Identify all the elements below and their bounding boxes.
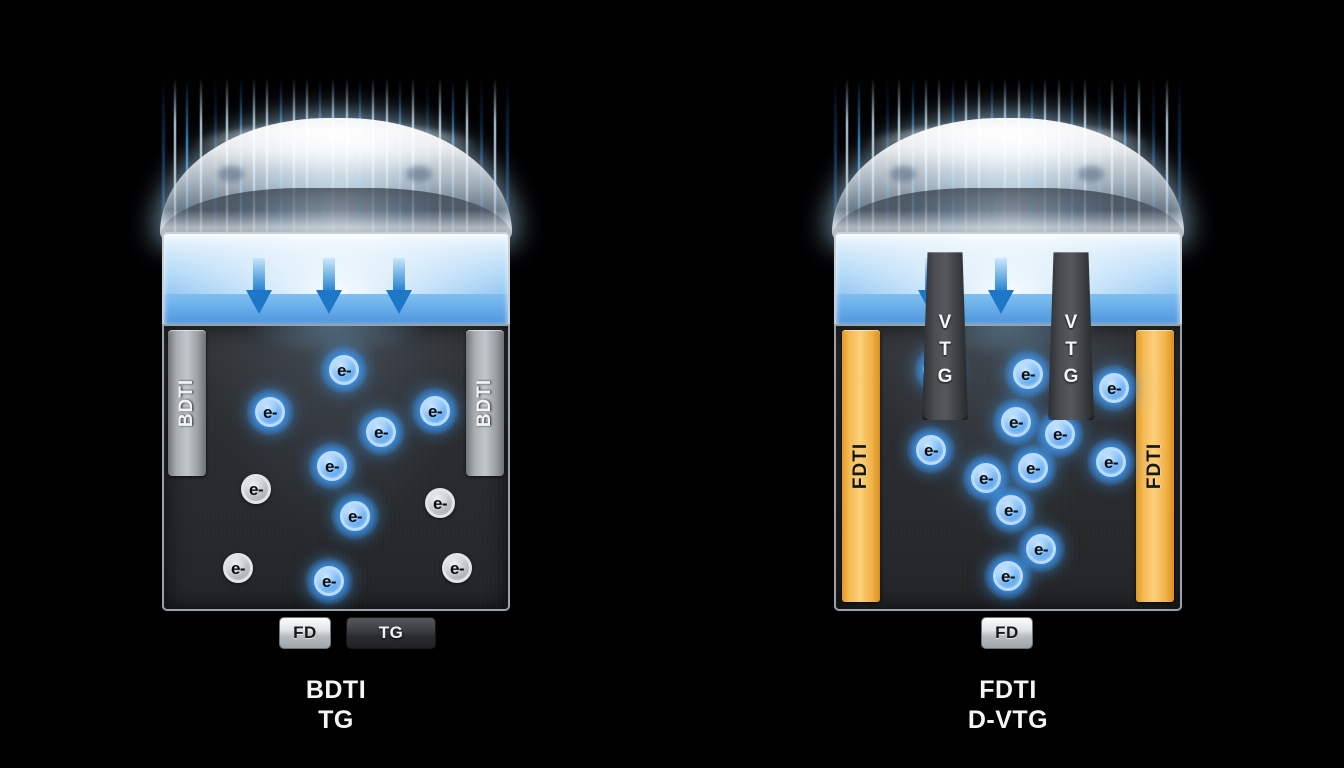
- vtg-letter: G: [1063, 365, 1079, 387]
- color-filter-layer-left: [162, 232, 510, 324]
- electron-collected: e-: [962, 454, 1010, 502]
- electron-collected: e-: [308, 442, 356, 490]
- pad-fd-left[interactable]: FD: [279, 617, 331, 649]
- electron-lost: e-: [437, 548, 477, 588]
- vtg-letter: V: [938, 311, 952, 333]
- sensor-stack-left: BDTI BDTI e- e- e- e- e- e-: [162, 232, 510, 611]
- vtg-letter: G: [937, 365, 953, 387]
- color-filter-layer-right: [834, 232, 1182, 324]
- electron-collected: e-: [331, 492, 379, 540]
- electron-collected: e-: [1090, 364, 1138, 412]
- filter-glow: [836, 234, 1180, 294]
- electron-collected: e-: [984, 552, 1032, 600]
- photodiode-body-left: BDTI BDTI e- e- e- e- e- e-: [162, 324, 510, 611]
- pad-fd-right[interactable]: FD: [981, 617, 1033, 649]
- microlens-sheen: [188, 124, 484, 176]
- bdti-label-right: BDTI: [474, 378, 495, 428]
- filter-glow: [164, 234, 508, 294]
- electron-collected: e-: [411, 387, 459, 435]
- vtg-letter: T: [1065, 338, 1077, 360]
- electron-collected: e-: [305, 557, 353, 605]
- photon-arrow: [316, 258, 342, 316]
- electron-lost: e-: [218, 548, 258, 588]
- bdti-bar-left: BDTI: [168, 330, 206, 476]
- electron-collected: e-: [992, 398, 1040, 446]
- electron-collected: e-: [987, 486, 1035, 534]
- electron-collected: e-: [1009, 444, 1057, 492]
- caption-right-line2: D-VTG: [967, 706, 1049, 734]
- vtg-letter: V: [1064, 311, 1078, 333]
- electron-collected: e-: [1004, 350, 1052, 398]
- bdti-bar-right: BDTI: [466, 330, 504, 476]
- photon-arrow: [386, 258, 412, 316]
- fdti-bar-right: FDTI: [1136, 330, 1174, 602]
- fdti-label-right: FDTI: [1144, 442, 1165, 490]
- electron-collected: e-: [1017, 525, 1065, 573]
- vtg-letter: T: [939, 338, 951, 360]
- photon-arrow: [246, 258, 272, 316]
- electron-collected: e-: [357, 408, 405, 456]
- caption-left-line1: BDTI: [305, 676, 367, 704]
- pad-tg-left[interactable]: TG: [346, 617, 436, 649]
- fdti-label-left: FDTI: [850, 442, 871, 490]
- electron-collected: e-: [320, 346, 368, 394]
- caption-right: FDTI D-VTG: [672, 675, 1344, 736]
- photodiode-body-right: FDTI FDTI e- e- e- e- e- e-: [834, 324, 1182, 611]
- photon-arrow: [988, 258, 1014, 316]
- electron-lost: e-: [236, 469, 276, 509]
- electron-collected: e-: [246, 388, 294, 436]
- microlens-dome-left: [160, 118, 512, 244]
- caption-left-line2: TG: [318, 706, 354, 734]
- bdti-label-left: BDTI: [176, 378, 197, 428]
- panel-fdti-dvtg: FDTI FDTI e- e- e- e- e- e-: [672, 0, 1344, 768]
- caption-left: BDTI TG: [0, 675, 672, 736]
- caption-right-line1: FDTI: [979, 676, 1037, 704]
- electron-collected: e-: [1087, 438, 1135, 486]
- electron-collected: e-: [907, 426, 955, 474]
- panel-bdti-tg: BDTI BDTI e- e- e- e- e- e-: [0, 78, 672, 736]
- vtg-pillar-right: V T G: [1048, 252, 1094, 420]
- fdti-bar-left: FDTI: [842, 330, 880, 602]
- microlens-dome-right: [832, 118, 1184, 244]
- vtg-pillar-left: V T G: [922, 252, 968, 420]
- microlens-sheen: [860, 124, 1156, 176]
- electron-lost: e-: [420, 483, 460, 523]
- sensor-stack-right: FDTI FDTI e- e- e- e- e- e-: [834, 232, 1182, 611]
